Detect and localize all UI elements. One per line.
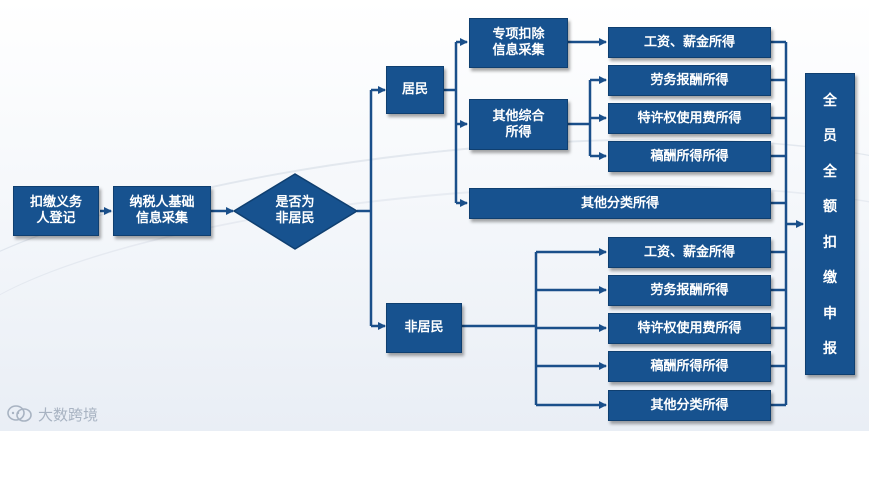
nonresident-other-classified-box: 其他分类所得 <box>608 390 771 421</box>
nonresident-royalty-box: 特许权使用费所得 <box>608 313 771 344</box>
is-resident-text: 是否为 非居民 <box>275 195 315 226</box>
resident-other-classified-label: 其他分类所得 <box>580 195 659 211</box>
declaration-char: 员 <box>823 128 837 145</box>
special-deduction-label: 专项扣除 信息采集 <box>492 27 545 58</box>
declaration-char: 报 <box>823 341 837 358</box>
chat-bubble-logo-icon <box>7 405 32 422</box>
resident-labor-label: 劳务报酬所得 <box>650 72 729 88</box>
nonresident-wages-box: 工资、薪金所得 <box>608 237 771 268</box>
resident-other-classified-box: 其他分类所得 <box>469 188 771 219</box>
resident-wages-label: 工资、薪金所得 <box>643 34 735 50</box>
nonresident-manuscript-box: 稿酬所得所得 <box>608 351 771 382</box>
declaration-char: 申 <box>823 305 837 322</box>
withholding-registration-label: 扣缴义务 人登记 <box>29 195 82 226</box>
nonresident-manuscript-label: 稿酬所得所得 <box>650 358 729 374</box>
declaration-char: 扣 <box>823 234 837 251</box>
resident-box: 居民 <box>386 66 444 114</box>
resident-wages-box: 工资、薪金所得 <box>608 27 771 58</box>
special-deduction-box: 专项扣除 信息采集 <box>469 18 568 68</box>
nonresident-labor-label: 劳务报酬所得 <box>650 282 729 298</box>
resident-labor-box: 劳务报酬所得 <box>608 65 771 96</box>
taxpayer-info-label: 纳税人基础 信息采集 <box>129 195 195 226</box>
declaration-char: 额 <box>823 199 837 216</box>
watermark: 大数跨境 <box>6 402 98 426</box>
full-withholding-declaration-box: 全 员 全 额 扣 缴 申 报 <box>805 73 855 375</box>
nonresident-royalty-label: 特许权使用费所得 <box>637 320 742 336</box>
decision-diamond <box>232 173 359 250</box>
other-comprehensive-label: 其他综合 所得 <box>492 108 545 140</box>
resident-manuscript-label: 稿酬所得所得 <box>650 148 729 164</box>
nonresident-wages-label: 工资、薪金所得 <box>643 244 735 260</box>
withholding-registration-box: 扣缴义务 人登记 <box>13 186 99 236</box>
non-resident-label: 非居民 <box>404 320 444 335</box>
resident-royalty-box: 特许权使用费所得 <box>608 103 771 134</box>
other-comprehensive-box: 其他综合 所得 <box>469 99 568 150</box>
nonresident-labor-box: 劳务报酬所得 <box>608 275 771 306</box>
non-resident-box: 非居民 <box>386 303 462 353</box>
declaration-char: 全 <box>823 163 837 180</box>
is-resident-label: 是否为 非居民 <box>252 192 338 230</box>
watermark-text: 大数跨境 <box>38 405 99 424</box>
declaration-char: 缴 <box>823 270 837 287</box>
nonresident-other-classified-label: 其他分类所得 <box>650 397 729 413</box>
taxpayer-info-box: 纳税人基础 信息采集 <box>113 186 211 236</box>
connector-lines <box>100 38 804 409</box>
declaration-char: 全 <box>823 92 837 109</box>
resident-label: 居民 <box>401 82 428 97</box>
resident-manuscript-box: 稿酬所得所得 <box>608 141 771 172</box>
resident-royalty-label: 特许权使用费所得 <box>637 110 742 126</box>
